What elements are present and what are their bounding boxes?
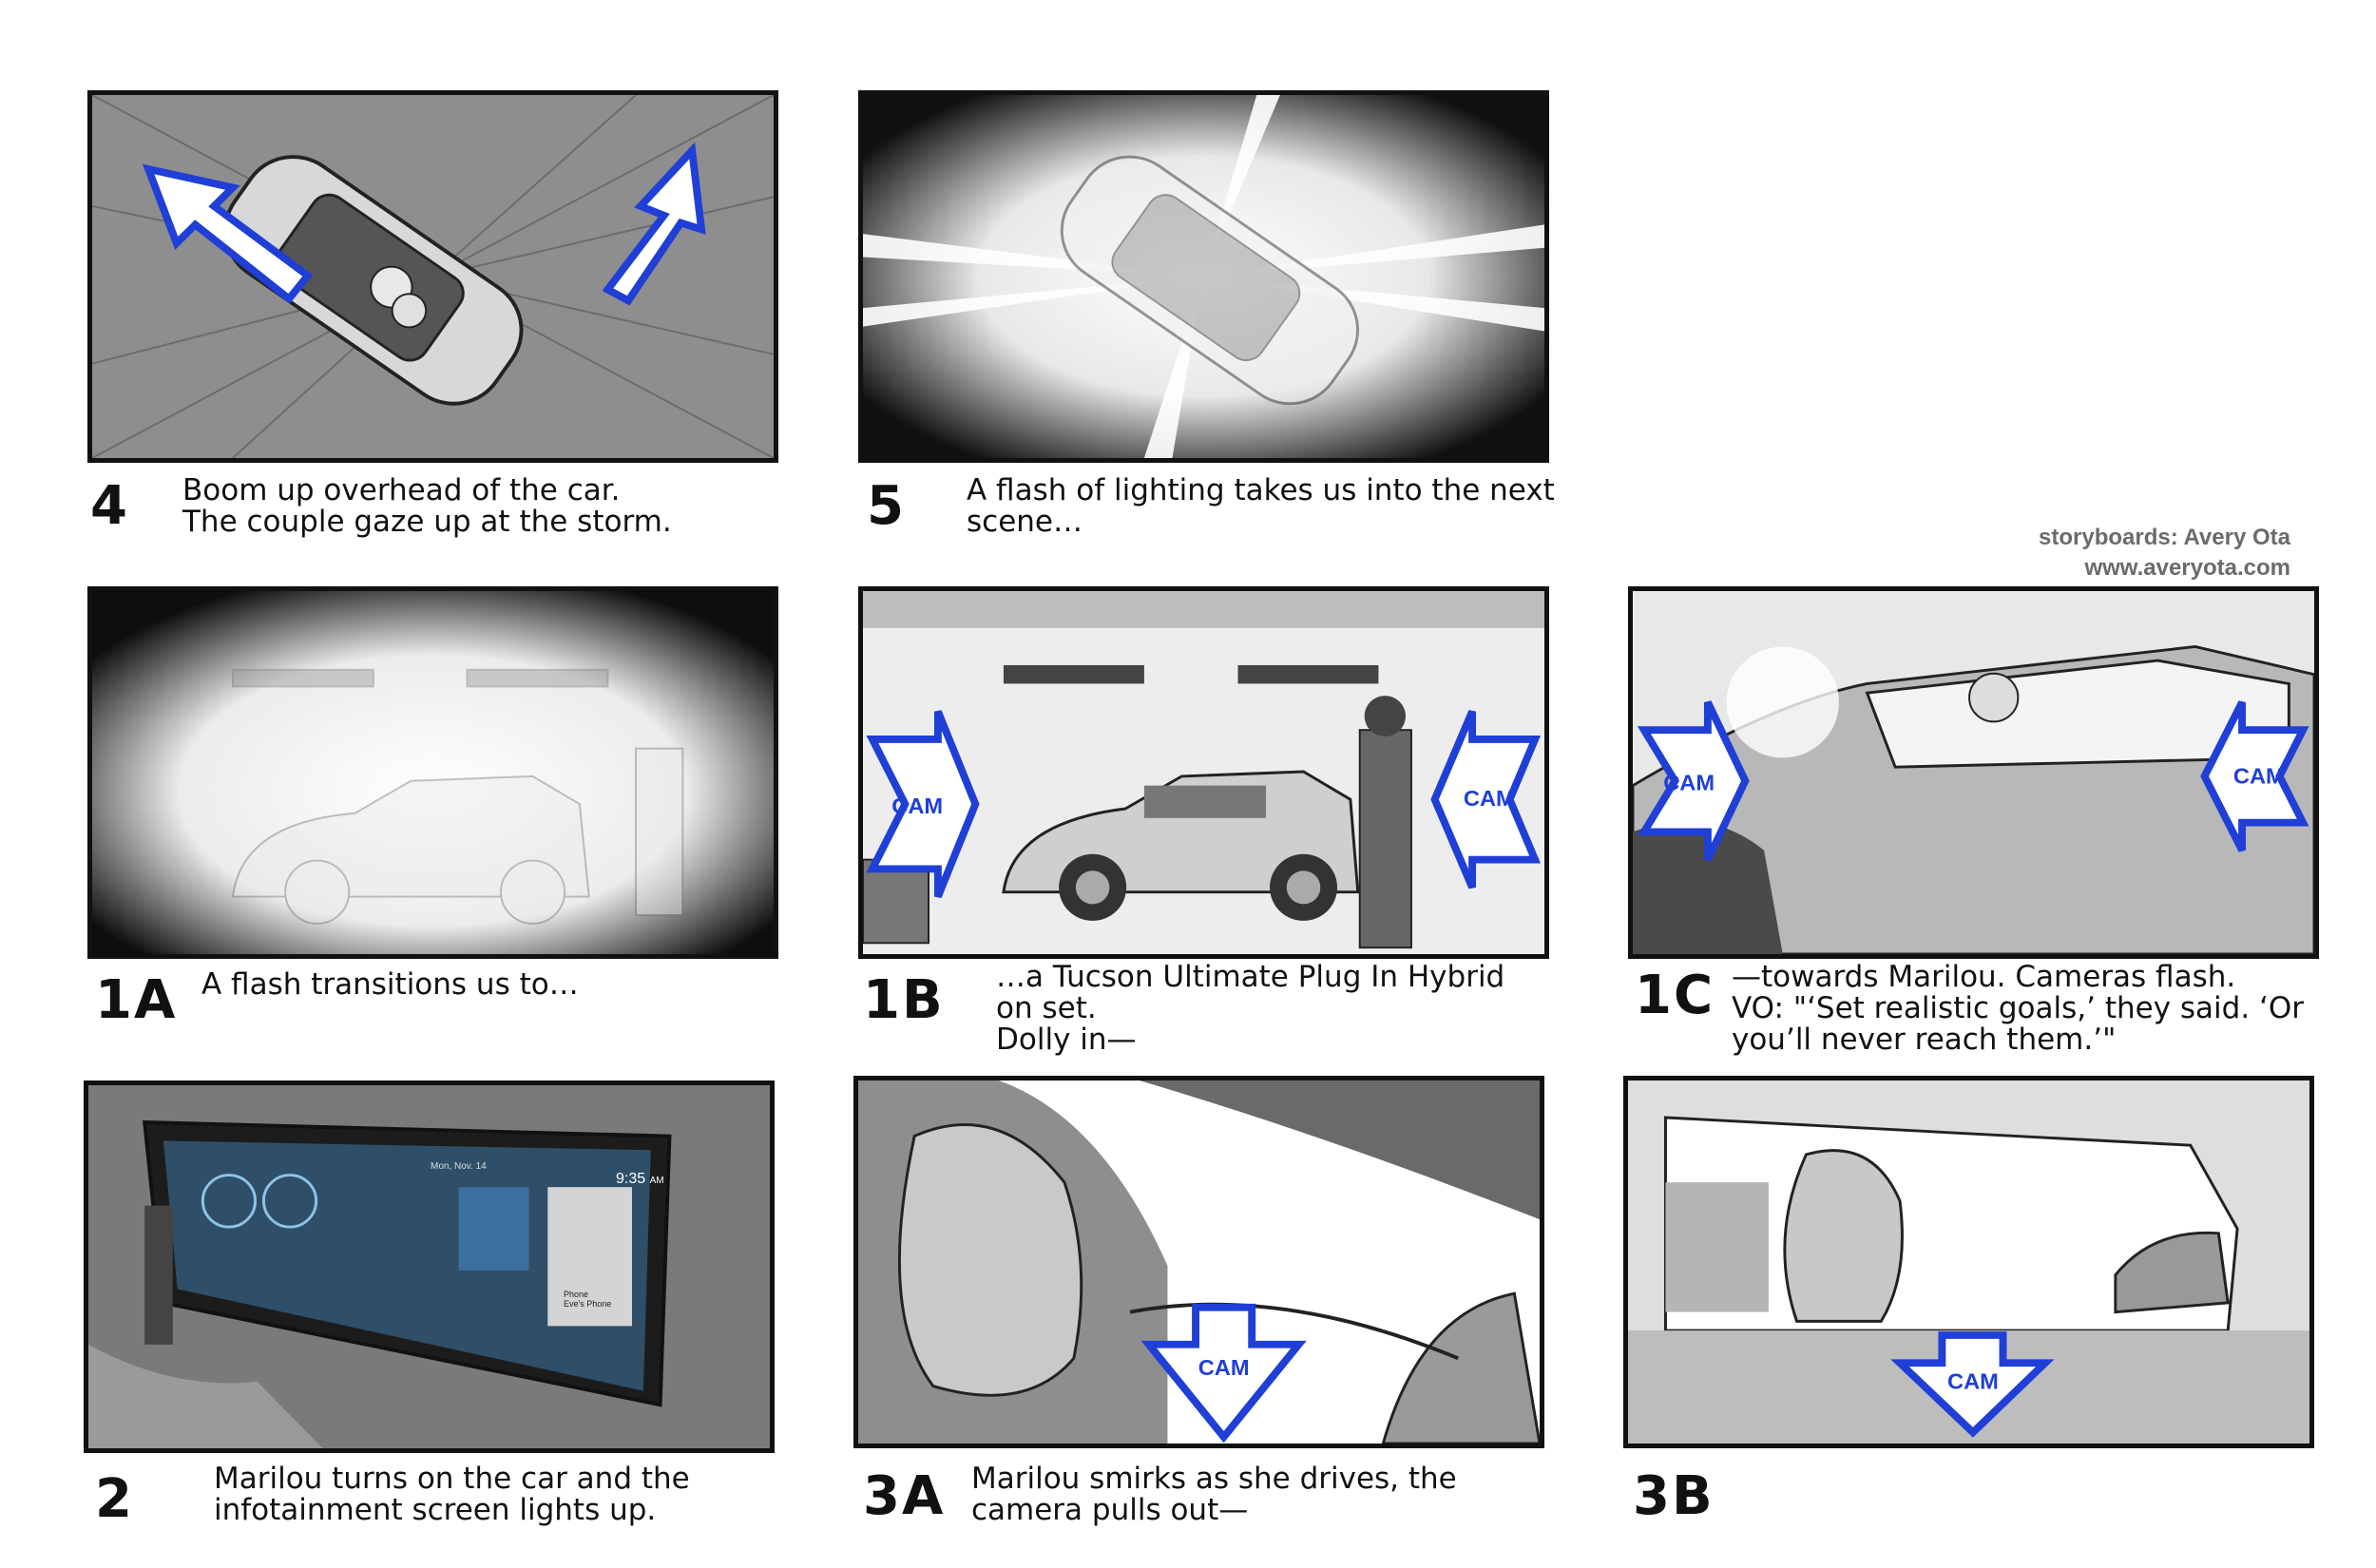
camera-move-arrow-icon: CAM CAM <box>866 710 1542 899</box>
svg-text:CAM: CAM <box>1464 786 1515 811</box>
flash-speedlines <box>92 591 774 954</box>
svg-text:CAM: CAM <box>1947 1369 1999 1394</box>
panel-1a-caption: A flash transitions us to… <box>201 967 579 1002</box>
panel-1a-number: 1A <box>95 969 178 1031</box>
flash-speedlines <box>863 95 1544 458</box>
driver-closeup <box>858 1080 1540 1444</box>
camera-direction-arrow-icon <box>142 142 706 306</box>
panel-1b-caption: …a Tucson Ultimate Plug In Hybrid on set… <box>996 960 1505 1057</box>
panel-2-number: 2 <box>95 1468 134 1530</box>
panel-4-number: 4 <box>90 475 129 537</box>
panel-1b-frame: CAM CAM <box>858 586 1549 959</box>
panel-3b-number: 3B <box>1633 1465 1715 1527</box>
infotainment-clock: 9:35 AM <box>616 1171 664 1187</box>
panel-1c-number: 1C <box>1635 965 1715 1026</box>
credit-website: www.averyota.com <box>2084 555 2290 581</box>
svg-text:CAM: CAM <box>1663 771 1715 795</box>
panel-2-frame: 9:35 AM Mon, Nov. 14 Phone Eve's Phone <box>84 1080 775 1453</box>
credit-artist: storyboards: Avery Ota <box>2039 525 2290 550</box>
panel-5-number: 5 <box>867 475 906 537</box>
driver-through-window <box>1628 1080 2309 1444</box>
svg-text:CAM: CAM <box>2233 764 2285 789</box>
panel-1c-frame: CAM CAM <box>1628 586 2319 959</box>
panel-1b-number: 1B <box>863 969 945 1031</box>
panel-4-caption: Boom up overhead of the car. The couple … <box>182 473 672 539</box>
panel-1a-frame <box>87 586 778 959</box>
car-overhead <box>223 155 524 406</box>
svg-text:CAM: CAM <box>891 794 943 818</box>
camera-move-arrow-icon: CAM <box>1890 1331 2055 1438</box>
infotainment-phone-card: Phone Eve's Phone <box>564 1290 612 1309</box>
panel-2-caption: Marilou turns on the car and the infotai… <box>214 1462 690 1527</box>
studio-set <box>863 591 1544 954</box>
panel-4-frame <box>87 90 778 463</box>
panel-3a-caption: Marilou smirks as she drives, the camera… <box>971 1462 1457 1527</box>
panel-3a-frame: CAM <box>853 1076 1544 1448</box>
svg-text:CAM: CAM <box>1198 1355 1250 1380</box>
camera-move-arrow-icon: CAM <box>1140 1303 1307 1444</box>
panel-1c-caption: —towards Marilou. Cameras flash. VO: "‘S… <box>1732 960 2305 1057</box>
dashboard-drawing <box>88 1085 770 1448</box>
panel-5-caption: A flash of lighting takes us into the ne… <box>967 473 1555 539</box>
camera-move-arrow-icon: CAM CAM <box>1637 700 2309 862</box>
infotainment-date: Mon, Nov. 14 <box>431 1161 487 1172</box>
panel-3a-number: 3A <box>863 1465 946 1527</box>
panel-5-frame <box>858 90 1549 463</box>
car-side-closeup <box>1633 591 2314 954</box>
panel-3b-frame: CAM <box>1623 1076 2314 1448</box>
